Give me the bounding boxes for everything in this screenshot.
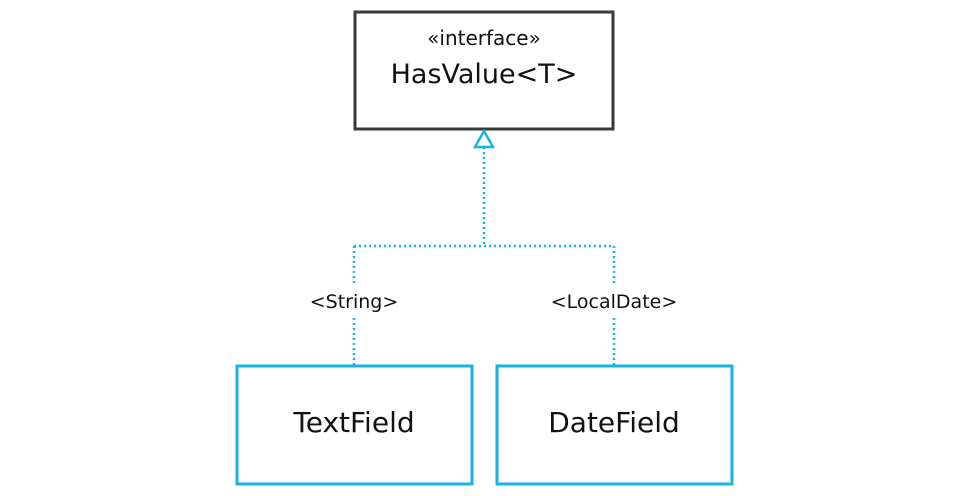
interface-box: [353, 10, 615, 131]
realization-connectors: [352, 147, 616, 365]
interface-stereotype: «interface»: [427, 26, 541, 50]
interface-name: HasValue<T>: [391, 59, 578, 90]
datefield-box: [495, 364, 734, 486]
datefield-node[interactable]: DateField: [495, 364, 734, 486]
realization-arrowhead-icon: [472, 128, 496, 149]
textfield-name: TextField: [292, 406, 414, 439]
textfield-box: [235, 364, 474, 486]
interface-node[interactable]: «interface» HasValue<T>: [353, 10, 615, 131]
datefield-type-argument: <LocalDate>: [551, 291, 678, 313]
textfield-type-argument: <String>: [310, 291, 399, 313]
textfield-node[interactable]: TextField: [235, 364, 474, 486]
datefield-name: DateField: [548, 406, 680, 439]
